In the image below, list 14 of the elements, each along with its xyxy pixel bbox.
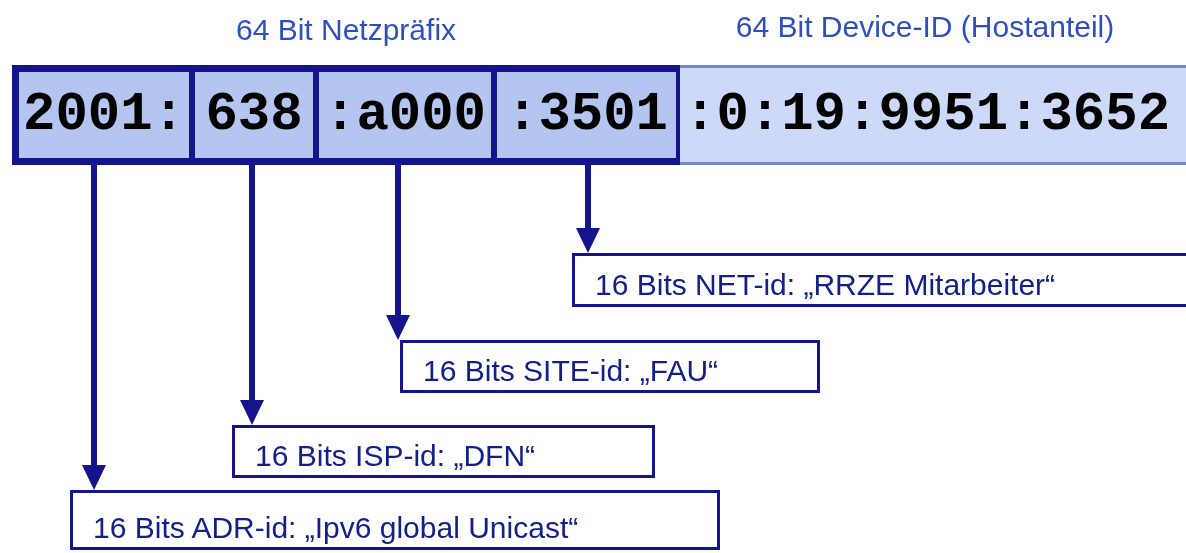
label-text: 16 Bits NET-id: „RRZE Mitarbeiter“ bbox=[595, 268, 1056, 302]
label-text: 16 Bits ADR-id: „Ipv6 global Unicast“ bbox=[93, 511, 579, 545]
heading: 64 Bit Device-ID (Hostanteil) bbox=[734, 10, 1116, 44]
address-segment: :a000 bbox=[316, 69, 494, 161]
address-segment: 638 bbox=[192, 69, 316, 161]
label-box bbox=[70, 490, 720, 550]
label-text: 16 Bits SITE-id: „FAU“ bbox=[423, 354, 719, 388]
label-text: 16 Bits ISP-id: „DFN“ bbox=[255, 439, 536, 473]
label-box bbox=[232, 425, 655, 478]
label-box bbox=[572, 253, 1186, 307]
label-box bbox=[400, 340, 820, 393]
address-text: :0:19:9951:3652 bbox=[684, 83, 1171, 147]
heading: 64 Bit Netzpräfix bbox=[234, 13, 458, 47]
address-segment: 2001: bbox=[16, 69, 192, 161]
